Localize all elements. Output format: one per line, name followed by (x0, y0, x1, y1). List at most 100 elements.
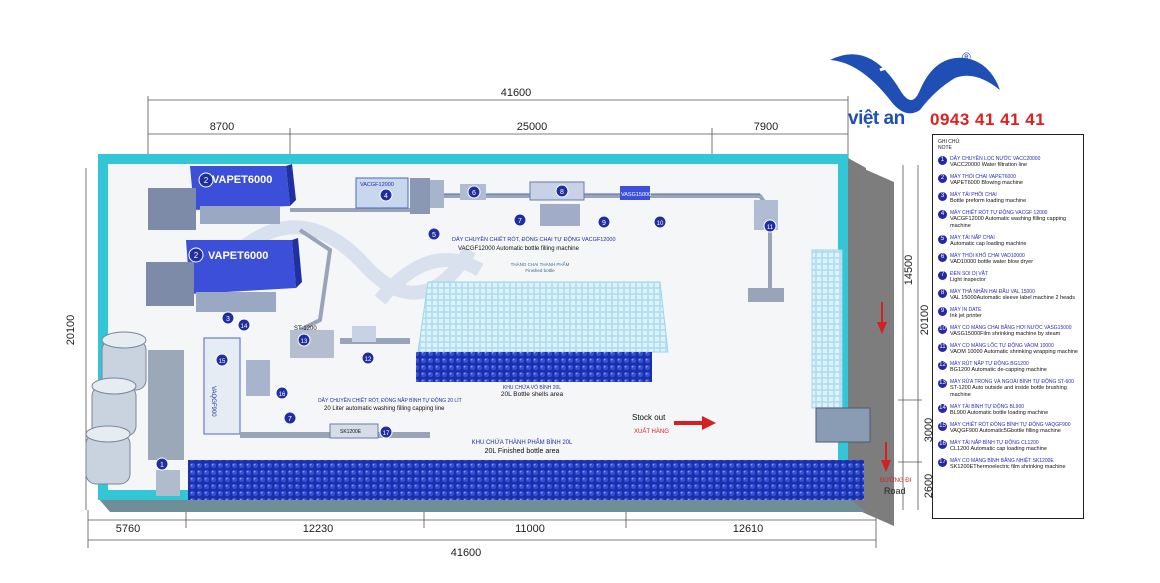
legend-item-en: VAQGF900 Automatic5Gbottle filling machi… (950, 428, 1061, 434)
legend-item-number: 12 (938, 361, 947, 370)
vacgf-machine (355, 177, 444, 214)
marker-8 (555, 184, 569, 198)
finished-bottle-vertical-conveyor (811, 249, 843, 409)
bottle-shells-stack (416, 352, 652, 382)
road-label-en: Road (884, 486, 906, 496)
marker-1 (155, 457, 169, 471)
legend-title-vi: GHI CHÚ: (938, 139, 961, 145)
marker-3 (221, 311, 235, 325)
legend-item-number: 7 (938, 271, 947, 280)
legend-item-vi: MÁY THỔI CHAI VAPET6000 (950, 174, 1016, 180)
vasg-label: VASG15000 (621, 192, 651, 198)
legend-item-number: 2 (938, 174, 947, 183)
dim-top-total: 41600 (501, 87, 532, 99)
legend-item-number: 14 (938, 404, 947, 413)
legend-item-number: 4 (938, 210, 947, 219)
svg-text:13: 13 (301, 339, 308, 345)
legend-item-vi: MÁY CHIẾT RÓT TỰ ĐỘNG VACGF 12000 (950, 210, 1048, 216)
line2-label-en: 20 Liter automatic washing filling cappi… (324, 406, 445, 412)
legend-item-en: ST-1200 Auto outside and inside bottle b… (950, 385, 1067, 398)
stock-out-vi: XUẤT HÀNG (634, 428, 669, 435)
svg-text:10: 10 (657, 221, 664, 227)
shells-area-vi: KHU CHỨA VỎ BÌNH 20L (503, 384, 561, 391)
legend-item-number: 6 (938, 253, 947, 262)
svg-text:2: 2 (194, 251, 199, 260)
line1-label-vi: DÂY CHUYỀN CHIẾT RÓT, ĐÓNG CHAI TỰ ĐỘNG … (452, 236, 616, 243)
vapet-bottom-label: VAPET6000 (208, 250, 268, 262)
line1-machines (460, 181, 784, 302)
vaqgf-label: VAQGF900 (210, 386, 216, 417)
marker-16 (275, 386, 289, 400)
legend-item-vi: DÂY CHUYỀN LỌC NƯỚC VACC20000 (950, 156, 1041, 162)
legend-item-en: Light inspector (950, 277, 986, 283)
stock-out-en: Stock out (632, 413, 666, 422)
brand-name: việt an (848, 108, 905, 129)
svg-text:6: 6 (472, 190, 476, 197)
product-area-en: Finished bottle (525, 268, 555, 273)
dim-bottom-seg-3: 11000 (515, 523, 545, 535)
dim-left: 20100 (65, 315, 77, 346)
finished-20l-stack (188, 460, 864, 500)
legend-item-number: 1 (938, 156, 947, 165)
legend-item-en: Automatic cap loading machine (950, 241, 1027, 247)
dim-bottom-seg-1: 5760 (116, 523, 140, 535)
legend-item-vi: MÁY CO MÀNG LỐC TỰ ĐỘNG VAOM 10000 (950, 343, 1054, 349)
svg-text:5: 5 (432, 232, 436, 239)
svg-text:8: 8 (560, 189, 564, 196)
legend-item-en: VACC20000 Water filtration line (950, 162, 1028, 168)
water-filtration-tanks (85, 331, 184, 496)
legend-item-vi: MÁY THỔI KHÔ CHAI VAD10000 (950, 253, 1025, 259)
svg-text:17: 17 (383, 431, 390, 437)
brand-phone: 0943 41 41 41 (930, 110, 1046, 129)
st1200-label: ST-1200 (294, 326, 317, 332)
dim-top-seg-3: 7900 (754, 121, 778, 133)
marker-13 (297, 333, 311, 347)
legend-item-vi: MÁY TẢI NẮP CHAI (950, 235, 995, 241)
dim-bottom-seg-2: 12230 (303, 523, 334, 535)
legend-title-en: NOTE (938, 145, 952, 151)
vapet-top-label: VAPET6000 (212, 174, 272, 186)
legend-item-text: MÁY RỬA TRONG VÀ NGOÀI BÌNH TỰ ĐỘNG ST-6… (950, 379, 1078, 399)
legend-item-number: 17 (938, 458, 947, 467)
legend-item-en: Ink jet printer (950, 313, 982, 319)
marker-10 (653, 215, 667, 229)
svg-text:12: 12 (365, 357, 372, 363)
marker-14 (237, 318, 251, 332)
line2-label-vi: DÂY CHUYỀN CHIẾT RÓT, ĐÓNG NẮP BÌNH TỰ Đ… (318, 396, 462, 404)
line2-machines (203, 326, 430, 439)
dim-bottom-total: 41600 (451, 547, 482, 559)
legend-item-number: 16 (938, 440, 947, 449)
dim-right-seg-1: 14500 (903, 255, 915, 286)
marker-4 (379, 188, 393, 202)
stock-out-arrow (674, 416, 716, 430)
legend-item-number: 11 (938, 343, 947, 352)
svg-text:16: 16 (279, 392, 286, 398)
marker-2-bottom (188, 247, 204, 263)
svg-text:7: 7 (518, 218, 522, 225)
finished-bottle-stack (417, 281, 669, 353)
legend-item-vi: ĐÈN SOI DỊ VẬT (950, 271, 989, 277)
legend-item-en: VAOM 10000 Automatic shrinking wrapping … (950, 349, 1078, 355)
legend-item-text: MÁY CHIẾT RÓT ĐÓNG BÌNH TỰ ĐỘNG VAQGF900… (950, 422, 1071, 435)
legend-item-en: Bottle preform loading machine (950, 198, 1027, 204)
legend-item-en: BG1200 Automatic de-capping machine (950, 367, 1047, 373)
legend-item-en: VACGF12000 Automatic washing filling cap… (950, 216, 1067, 229)
finished-area-vi: KHU CHỨA THÀNH PHẨM BÌNH 20L (472, 439, 573, 446)
legend-item-number: 13 (938, 379, 947, 388)
legend-item-en: VAL 15000Automatic sleeve label machine … (950, 295, 1076, 301)
